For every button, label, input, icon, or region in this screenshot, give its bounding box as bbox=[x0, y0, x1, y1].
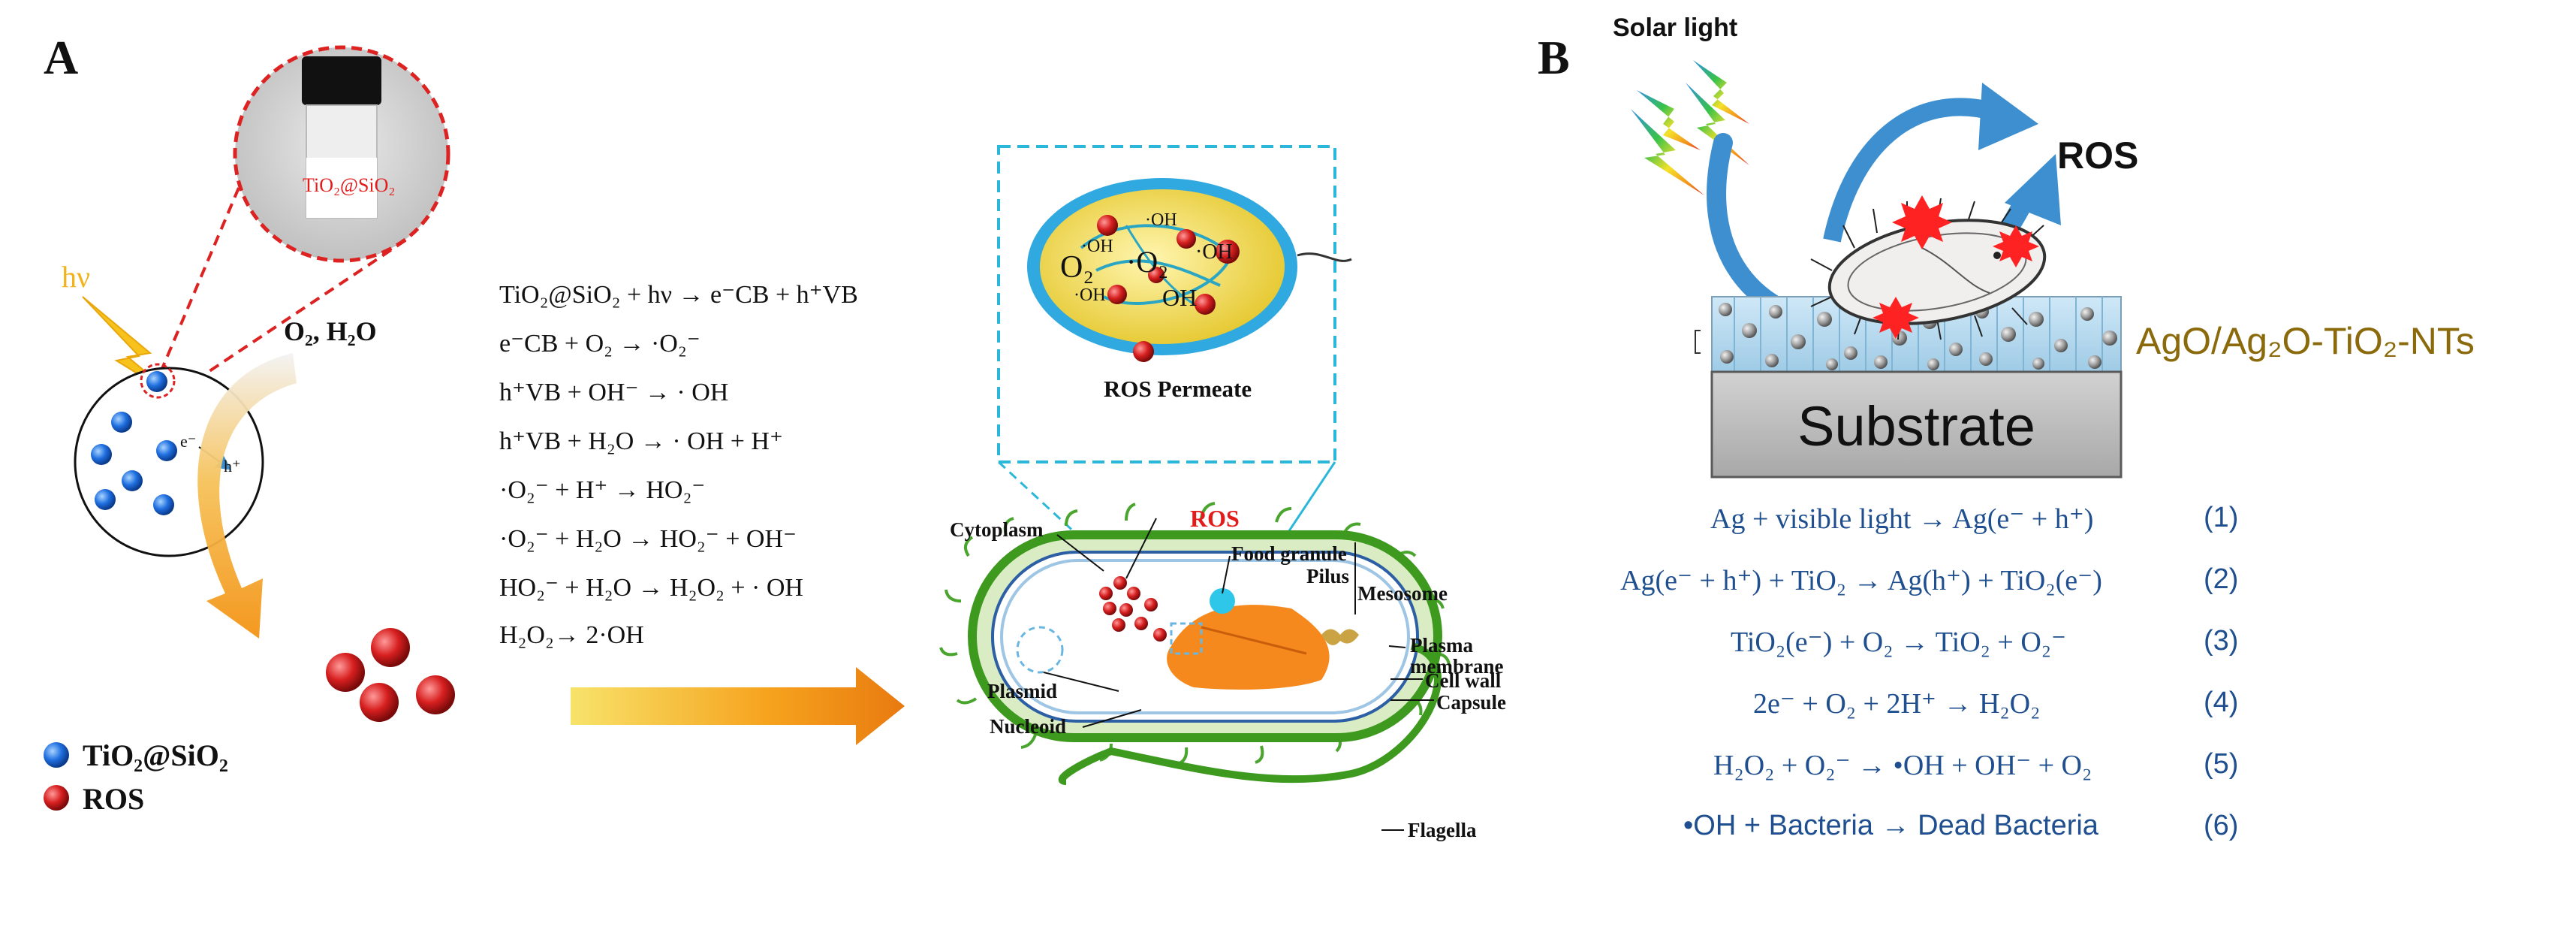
equation-a-6: ·O₂⁻ + H₂O → HO₂⁻ + OH⁻ bbox=[499, 525, 797, 553]
substrate-block bbox=[1710, 370, 2123, 479]
equation-a-5: ·O₂⁻ + H⁺ → HO₂⁻ bbox=[499, 476, 706, 504]
equation-b-6-number: (6) bbox=[2204, 810, 2239, 841]
hole-label: h⁺ bbox=[224, 457, 241, 476]
curved-arrow-icon bbox=[197, 353, 297, 639]
label-plasma-membrane: Plasma membrane bbox=[1410, 634, 1504, 678]
reaction-arrow-icon bbox=[571, 667, 905, 745]
legend-label-tio2: TiO₂@SiO₂ bbox=[83, 738, 228, 772]
equation-b-1: Ag + visible light → Ag(e⁻ + h⁺) bbox=[1710, 503, 2094, 535]
electron-label: e⁻ bbox=[180, 432, 197, 451]
zoom-species-6: ·OH bbox=[1074, 285, 1106, 305]
coating-label: AgO/Ag₂O-TiO₂-NTs bbox=[2136, 320, 2475, 362]
legend-marker-tio2 bbox=[44, 742, 69, 768]
zoom-species-1: ·OH bbox=[1081, 237, 1113, 256]
equation-a-1: TiO₂@SiO₂ + hν → e⁻CB + h⁺VB bbox=[499, 281, 858, 309]
label-food-granule: Food granule bbox=[1231, 542, 1347, 565]
equation-b-3: TiO₂(e⁻) + O₂ → TiO₂ + O₂⁻ bbox=[1731, 627, 2067, 658]
zoom-caption: ROS Permeate bbox=[1104, 376, 1252, 402]
zoom-species-5: ·OH bbox=[1195, 240, 1233, 264]
reactants-label: O₂, H₂O bbox=[284, 316, 377, 346]
equation-b-2: Ag(e⁻ + h⁺) + TiO₂ → Ag(h⁺) + TiO₂(e⁻) bbox=[1620, 565, 2102, 596]
label-cell-wall: Cell wall bbox=[1425, 669, 1502, 692]
equation-a-7: HO₂⁻ + H₂O → H₂O₂ + · OH bbox=[499, 574, 803, 602]
label-pilus: Pilus bbox=[1306, 565, 1350, 587]
vial-label: TiO₂@SiO₂ bbox=[303, 174, 396, 196]
label-nucleoid: Nucleoid bbox=[990, 715, 1067, 738]
equation-b-2-number: (2) bbox=[2204, 563, 2239, 595]
equation-b-5: H₂O₂ + O₂⁻ → •OH + OH⁻ + O₂ bbox=[1713, 750, 2092, 781]
bacterium-label-lines bbox=[1043, 518, 1434, 831]
label-flagella: Flagella bbox=[1408, 819, 1477, 841]
panel-letter-b: B bbox=[1538, 31, 1570, 84]
equation-b-6: •OH + Bacteria → Dead Bacteria bbox=[1683, 810, 2098, 841]
equation-a-3: h⁺VB + OH⁻ → · OH bbox=[499, 379, 729, 406]
substrate-label: Substrate bbox=[1797, 395, 2035, 457]
label-cytoplasm: Cytoplasm bbox=[950, 518, 1044, 541]
solar-light-icon bbox=[1631, 60, 1749, 195]
equation-a-2: e⁻CB + O₂ → ·O₂⁻ bbox=[499, 330, 700, 358]
equation-b-4-number: (4) bbox=[2204, 687, 2239, 718]
legend-label-ros: ROS bbox=[83, 782, 145, 816]
equation-b-1-number: (1) bbox=[2204, 502, 2239, 533]
equation-b-5-number: (5) bbox=[2204, 748, 2239, 780]
label-plasmid: Plasmid bbox=[987, 680, 1058, 702]
zoom-species-3: O₂ bbox=[1060, 250, 1094, 285]
label-capsule: Capsule bbox=[1436, 691, 1507, 714]
coating-bacterium bbox=[1810, 195, 2047, 340]
zoom-box bbox=[997, 145, 1352, 463]
equation-b-3-number: (3) bbox=[2204, 625, 2239, 657]
bacterium bbox=[939, 502, 1451, 785]
light-label: hν bbox=[62, 260, 91, 294]
vial-photo bbox=[233, 45, 450, 263]
label-mesosome: Mesosome bbox=[1357, 582, 1448, 605]
equation-b-4: 2e⁻ + O₂ + 2H⁺ → H₂O₂ bbox=[1753, 688, 2041, 720]
bacterium-ros-label: ROS bbox=[1190, 505, 1240, 532]
solar-light-label: Solar light bbox=[1613, 14, 1738, 42]
zoom-species-4: ·O₂ bbox=[1126, 245, 1169, 279]
equation-a-8: H₂O₂→ 2·OH bbox=[499, 621, 644, 649]
ros-label-b: ROS bbox=[2057, 134, 2139, 177]
zoom-species-2: ·OH bbox=[1145, 210, 1177, 230]
zoom-species-7: OH bbox=[1162, 284, 1198, 311]
equation-a-4: h⁺VB + H₂O → · OH + H⁺ bbox=[499, 427, 783, 455]
legend-marker-ros bbox=[44, 785, 69, 811]
ros-balls bbox=[326, 628, 455, 722]
panel-letter-a: A bbox=[44, 31, 79, 84]
